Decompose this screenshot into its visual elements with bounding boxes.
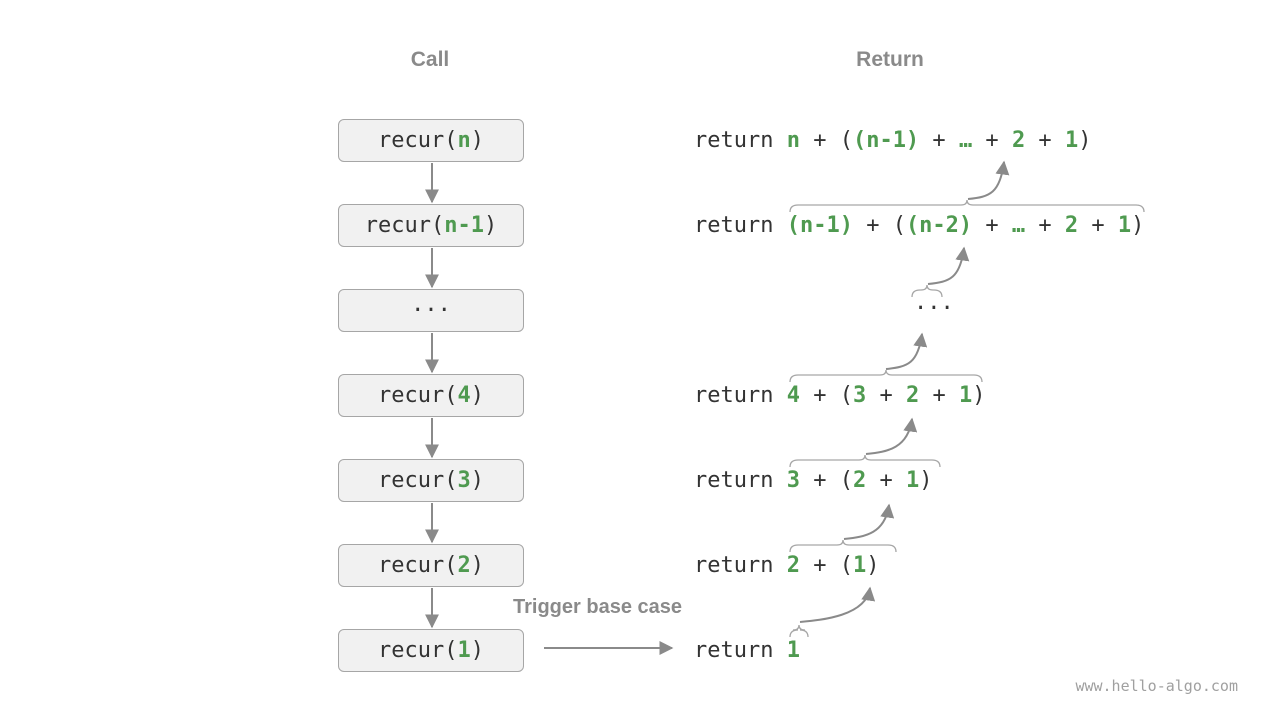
return-value-token: n xyxy=(786,128,800,153)
grouping-brace xyxy=(789,624,809,638)
return-value-token: 2 xyxy=(1011,128,1026,153)
return-text-token: + ( xyxy=(799,553,853,578)
return-text-token: + xyxy=(866,468,906,493)
return-text-token: + ( xyxy=(799,128,853,153)
grouping-brace xyxy=(911,284,943,298)
return-flow-arrow xyxy=(927,246,970,285)
call-arg: 3 xyxy=(457,468,471,493)
return-value-token: (n-1) xyxy=(852,128,920,153)
return-ellipsis: ··· xyxy=(914,296,954,321)
return-value-token: 1 xyxy=(1064,128,1079,153)
return-value-token: 3 xyxy=(786,468,800,493)
return-text-token: ) xyxy=(866,553,880,578)
call-suffix: ) xyxy=(470,128,484,153)
call-heading: Call xyxy=(410,48,450,71)
return-flow-arrow xyxy=(885,332,928,370)
call-box-n-minus-1: recur(n-1) xyxy=(338,204,524,247)
return-text-token: + xyxy=(919,383,959,408)
return-text-token: return xyxy=(694,553,787,578)
return-text-token: + xyxy=(972,128,1012,153)
call-prefix: recur( xyxy=(378,468,458,493)
call-prefix: recur( xyxy=(378,383,458,408)
return-flow-arrow xyxy=(865,417,918,455)
call-box-2: recur(2) xyxy=(338,544,524,587)
grouping-brace xyxy=(789,369,983,383)
return-value-token: 2 xyxy=(1064,213,1079,238)
return-value-token: (n-2) xyxy=(905,213,973,238)
return-text-token: + xyxy=(866,383,906,408)
call-suffix: ) xyxy=(483,213,498,238)
call-box-4: recur(4) xyxy=(338,374,524,417)
return-value-token: 3 xyxy=(852,383,867,408)
return-text-token: + xyxy=(1025,128,1065,153)
return-text-token: + xyxy=(1078,213,1118,238)
return-line-1: return 1 xyxy=(694,638,800,664)
return-value-token: 1 xyxy=(905,468,920,493)
call-prefix: recur( xyxy=(378,638,458,663)
call-arg: 4 xyxy=(457,383,471,408)
return-text-token: ) xyxy=(919,468,933,493)
return-line-4: return 4 + (3 + 2 + 1) xyxy=(694,383,985,409)
call-suffix: ) xyxy=(470,638,484,663)
return-flow-arrow xyxy=(843,503,895,540)
call-arg: n xyxy=(457,128,471,153)
grouping-brace xyxy=(789,539,897,553)
grouping-brace xyxy=(789,454,941,468)
return-value-token: … xyxy=(958,128,973,153)
call-box-ellipsis: ··· xyxy=(338,289,524,332)
return-text-token: ) xyxy=(1078,128,1092,153)
return-text-token: return xyxy=(694,638,787,663)
call-arg: 2 xyxy=(457,553,471,578)
call-box-3: recur(3) xyxy=(338,459,524,502)
call-box-1: recur(1) xyxy=(338,629,524,672)
return-value-token: 1 xyxy=(958,383,973,408)
watermark: www.hello-algo.com xyxy=(1075,677,1238,695)
return-text-token: return xyxy=(694,383,787,408)
return-text-token: + ( xyxy=(799,468,853,493)
call-suffix: ) xyxy=(470,468,484,493)
return-text-token: + ( xyxy=(799,383,853,408)
return-value-token: … xyxy=(1011,213,1026,238)
call-suffix: ··· xyxy=(411,298,451,323)
return-text-token: + xyxy=(919,128,959,153)
return-text-token: return xyxy=(694,468,787,493)
return-line-2: return 2 + (1) xyxy=(694,553,879,579)
return-text-token: ) xyxy=(1131,213,1145,238)
call-prefix: recur( xyxy=(364,213,445,238)
return-value-token: 2 xyxy=(905,383,920,408)
return-heading: Return xyxy=(856,48,924,71)
return-value-token: 2 xyxy=(852,468,867,493)
return-text-token: + ( xyxy=(852,213,906,238)
call-prefix: recur( xyxy=(378,128,458,153)
return-line-n: return n + ((n-1) + … + 2 + 1) xyxy=(694,128,1091,154)
trigger-base-case-label: Trigger base case xyxy=(513,596,682,618)
call-prefix: recur( xyxy=(378,553,458,578)
call-suffix: ) xyxy=(470,553,484,578)
call-arg: 1 xyxy=(457,638,471,663)
return-text-token: + xyxy=(972,213,1012,238)
return-text-token: + xyxy=(1025,213,1065,238)
grouping-brace xyxy=(789,199,1145,213)
return-line-n-minus-1: return (n-1) + ((n-2) + … + 2 + 1) xyxy=(694,213,1144,239)
return-value-token: 2 xyxy=(786,553,800,578)
return-text-token: return xyxy=(694,213,787,238)
return-flow-arrow xyxy=(967,160,1010,200)
call-box-n: recur(n) xyxy=(338,119,524,162)
return-text-token: ) xyxy=(972,383,986,408)
return-value-token: 1 xyxy=(852,553,867,578)
return-value-token: 1 xyxy=(1117,213,1132,238)
return-value-token: 4 xyxy=(786,383,800,408)
return-text-token: return xyxy=(694,128,787,153)
call-suffix: ) xyxy=(470,383,484,408)
return-value-token: 1 xyxy=(786,638,800,663)
return-value-token: (n-1) xyxy=(786,213,853,238)
return-line-3: return 3 + (2 + 1) xyxy=(694,468,932,494)
call-arg: n-1 xyxy=(444,213,484,238)
return-flow-arrow xyxy=(799,586,876,623)
